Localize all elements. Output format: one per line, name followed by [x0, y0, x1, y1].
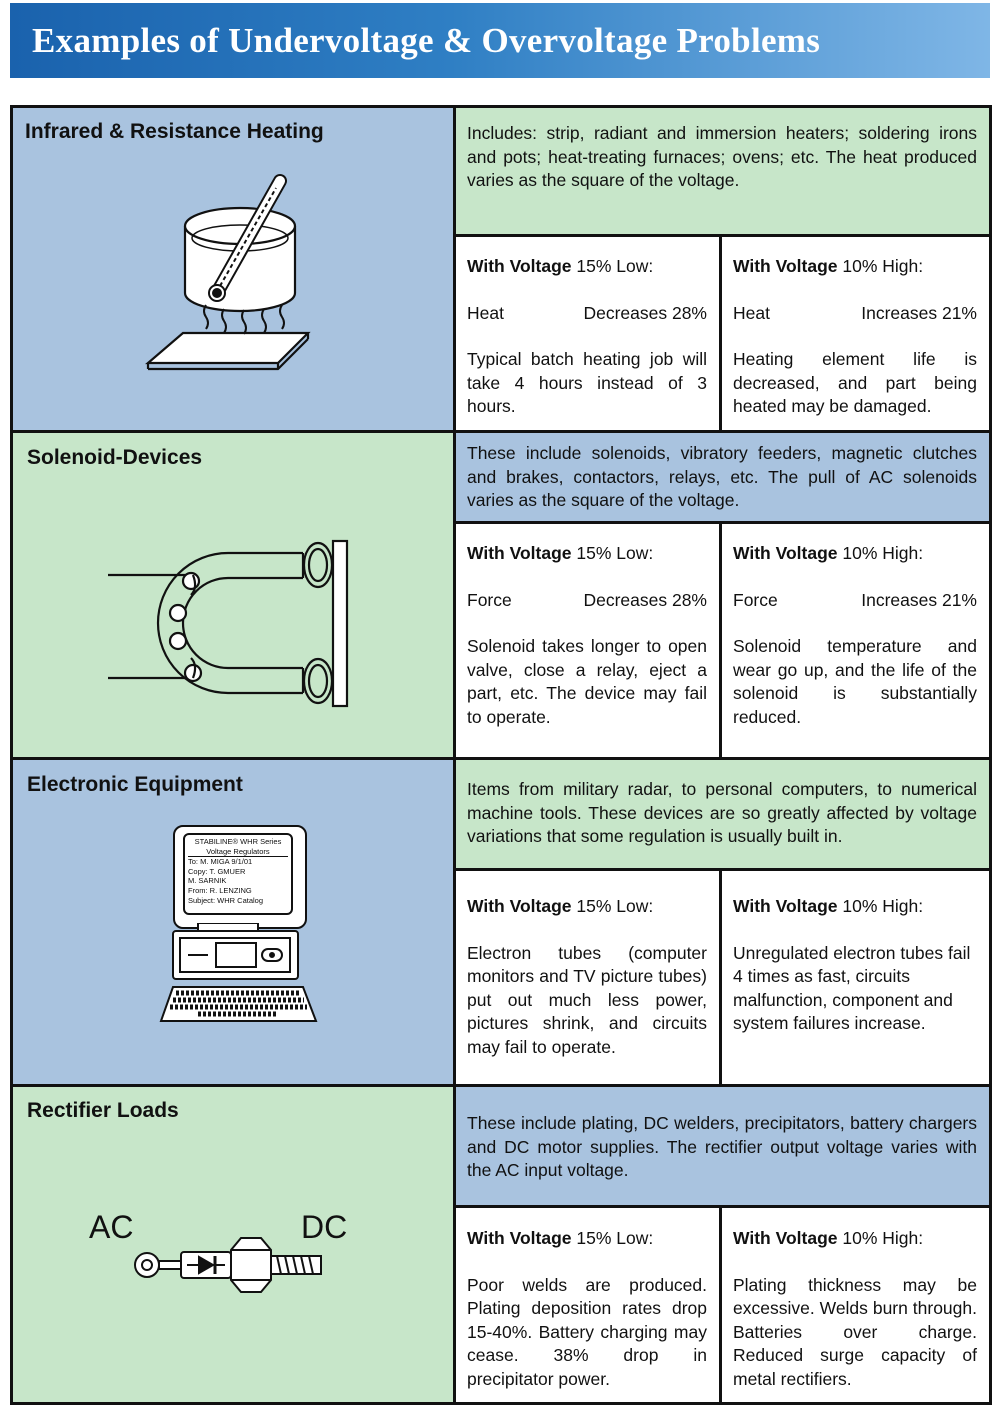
effect-name: Heat: [467, 302, 504, 323]
high-note: Unregulated electron tubes fail 4 times …: [733, 942, 971, 1034]
low-label-bold: With Voltage: [467, 1228, 572, 1248]
effect-value: Decreases 28%: [583, 589, 707, 610]
description-cell: Items from military radar, to personal c…: [456, 760, 989, 871]
low-label-rest: 15% Low:: [571, 1228, 654, 1248]
monitor-screen: STABILINE® WHR Series Voltage Regulators…: [183, 833, 293, 915]
screen-line: M. SARNIK: [188, 876, 227, 886]
high-label-bold: With Voltage: [733, 896, 838, 916]
category-title: Infrared & Resistance Heating: [25, 120, 324, 143]
high-note: Plating thickness may be excessive. Weld…: [733, 1274, 977, 1389]
screen-line: From: R. LENZING: [188, 885, 252, 895]
category-cell: Rectifier Loads AC DC: [13, 1087, 456, 1402]
page-title-banner: Examples of Undervoltage & Overvoltage P…: [10, 3, 990, 78]
category-cell: Infrared & Resistance Heating: [13, 108, 456, 430]
comparison-table: Infrared & Resistance Heating: [10, 105, 992, 1405]
effect-value: Increases 21%: [861, 589, 977, 610]
effect-name: Heat: [733, 302, 770, 323]
heater-beaker-icon: [145, 174, 311, 371]
high-label-rest: 10% High:: [837, 1228, 924, 1248]
effect-value: Decreases 28%: [583, 302, 707, 323]
category-title: Electronic Equipment: [27, 773, 243, 796]
row-electronic: Electronic Equipment STABILINE® WHR Seri…: [13, 757, 989, 1084]
screen-line: Subject: WHR Catalog: [188, 895, 264, 905]
description-cell: These include solenoids, vibratory feede…: [456, 433, 989, 524]
screen-line: Copy: T. GMUER: [188, 866, 246, 876]
high-note: Solenoid temperature and wear go up, and…: [733, 636, 977, 727]
high-label-rest: 10% High:: [837, 256, 924, 276]
dc-label: DC: [301, 1209, 348, 1245]
low-voltage-cell: With Voltage 15% Low: Force Decreases 28%…: [456, 524, 722, 757]
screen-line: To: M. MIGA 9/1/01: [188, 857, 253, 867]
low-label-bold: With Voltage: [467, 543, 572, 563]
low-label-rest: 15% Low:: [571, 543, 654, 563]
row-solenoid: Solenoid-Devices These include solenoi: [13, 430, 989, 757]
page-title: Examples of Undervoltage & Overvoltage P…: [32, 21, 821, 60]
row-heating: Infrared & Resistance Heating: [13, 108, 989, 430]
low-voltage-cell: With Voltage 15% Low: Poor welds are pro…: [456, 1208, 722, 1402]
high-note: Heating element life is decreased, and p…: [733, 349, 977, 416]
high-label-bold: With Voltage: [733, 543, 838, 563]
high-label-rest: 10% High:: [837, 896, 924, 916]
high-voltage-cell: With Voltage 10% High: Unregulated elect…: [722, 871, 989, 1084]
low-note: Poor welds are produced. Plating deposit…: [467, 1274, 707, 1389]
effect-name: Force: [467, 589, 512, 610]
high-voltage-cell: With Voltage 10% High: Heat Increases 21%…: [722, 237, 989, 430]
computer-base-icon: [159, 923, 318, 1022]
low-note: Typical batch heating job will take 4 ho…: [467, 349, 707, 416]
category-cell: Electronic Equipment STABILINE® WHR Seri…: [13, 760, 456, 1084]
high-label-bold: With Voltage: [733, 256, 838, 276]
high-voltage-cell: With Voltage 10% High: Force Increases 21…: [722, 524, 989, 757]
high-label-rest: 10% High:: [837, 543, 924, 563]
ac-label: AC: [89, 1209, 134, 1245]
low-label-bold: With Voltage: [467, 256, 572, 276]
low-label-rest: 15% Low:: [571, 896, 654, 916]
low-voltage-cell: With Voltage 15% Low: Electron tubes (co…: [456, 871, 722, 1084]
category-cell: Solenoid-Devices: [13, 433, 456, 757]
effect-name: Force: [733, 589, 778, 610]
category-title: Rectifier Loads: [27, 1099, 179, 1122]
screen-line: STABILINE® WHR Series: [194, 837, 282, 846]
low-note: Electron tubes (computer monitors and TV…: [467, 942, 707, 1057]
high-voltage-cell: With Voltage 10% High: Plating thickness…: [722, 1208, 989, 1402]
description-cell: These include plating, DC welders, preci…: [456, 1087, 989, 1208]
low-note: Solenoid takes longer to open valve, clo…: [467, 636, 707, 727]
description-cell: Includes: strip, radiant and immersion h…: [456, 108, 989, 237]
computer-monitor-icon: STABILINE® WHR Series Voltage Regulators…: [173, 825, 307, 929]
rectifier-diode-icon: [134, 1237, 322, 1293]
high-label-bold: With Voltage: [733, 1228, 838, 1248]
screen-line: Voltage Regulators: [188, 847, 288, 858]
effect-value: Increases 21%: [861, 302, 977, 323]
category-title: Solenoid-Devices: [27, 446, 203, 469]
low-label-rest: 15% Low:: [571, 256, 654, 276]
low-label-bold: With Voltage: [467, 896, 572, 916]
solenoid-magnet-icon: [108, 539, 349, 708]
row-rectifier: Rectifier Loads AC DC: [13, 1084, 989, 1402]
